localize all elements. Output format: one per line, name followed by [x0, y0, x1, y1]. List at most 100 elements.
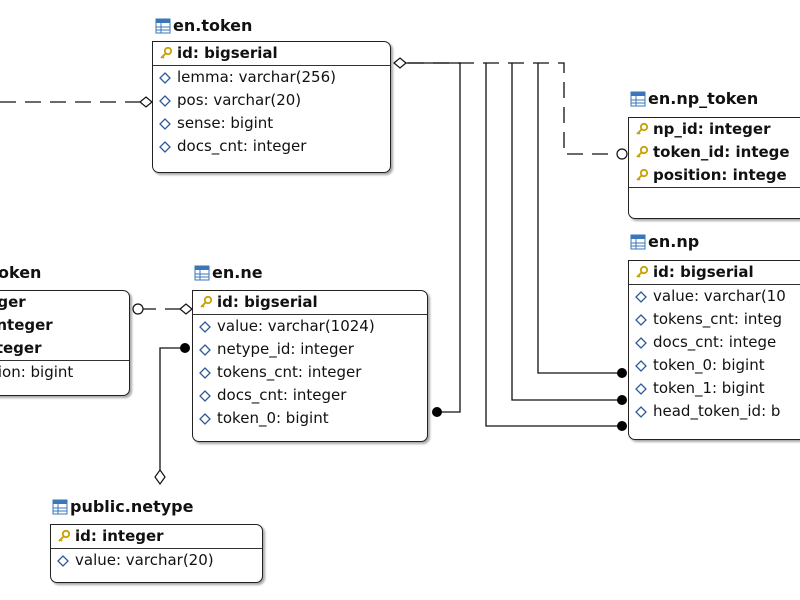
table-icon: [630, 91, 646, 113]
rel-token-np-token0-dot-end: [617, 368, 627, 378]
en-np-attr-row[interactable]: tokens_cnt: integ: [629, 308, 800, 331]
en-np-attr-row[interactable]: value: varchar(10: [629, 285, 800, 308]
en-ne-attr-row[interactable]: tokens_cnt: integer: [193, 361, 427, 384]
en-np-attr-row[interactable]: token_1: bigint: [629, 377, 800, 400]
en-ne-title: en.ne: [194, 262, 263, 284]
diamond-icon: [159, 114, 173, 135]
en-np-title: en.np: [630, 231, 699, 253]
en-ne-attr-row[interactable]: netype_id: integer: [193, 338, 427, 361]
rel-token-ne-token0-dot-end: [432, 407, 442, 417]
en-token-attr-row[interactable]: pos: varchar(20): [153, 89, 390, 112]
en-token-table[interactable]: id: bigserial lemma: varchar(256) pos: v…: [152, 41, 391, 173]
key-icon: [57, 527, 71, 548]
rel-netoken-ne-diamond-end: [179, 303, 193, 315]
en-ne-token-pk-row[interactable]: : integer: [0, 316, 53, 334]
public-netype-table[interactable]: id: integer value: varchar(20): [50, 524, 263, 583]
rel-ne-netype: [159, 347, 184, 470]
en-ne-attr-row[interactable]: value: varchar(1024): [193, 315, 427, 338]
diamond-icon: [635, 310, 649, 331]
en-np-token-pk-row[interactable]: token_id: intege: [629, 141, 800, 164]
rel-ne-netype-diamond-end: [154, 468, 166, 486]
en-ne-attr-row[interactable]: docs_cnt: integer: [193, 384, 427, 407]
en-ne-token-attr-section: sition: bigint: [0, 361, 129, 384]
public-netype-attr-section: value: varchar(20): [51, 549, 262, 572]
diamond-icon: [199, 340, 213, 361]
en-ne-title-text: en.ne: [212, 263, 263, 282]
en-np-token-title-text: en.np_token: [648, 89, 759, 108]
en-np-pk-section: id: bigserial: [629, 261, 800, 285]
en-np-token-pk-row[interactable]: position: intege: [629, 164, 800, 187]
en-ne-attr-row[interactable]: token_0: bigint: [193, 407, 427, 430]
table-icon: [630, 234, 646, 256]
rel-token-np-token1: [511, 63, 620, 401]
key-icon: [635, 263, 649, 284]
table-icon: [155, 18, 171, 40]
en-np-token-pk-section: np_id: integer token_id: intege position…: [629, 118, 800, 188]
rel-token-np-headtoken-dot-end: [617, 421, 627, 431]
rel-netoken-ne-ring-end: [132, 303, 144, 315]
rel-token-nptoken-diamond-end: [393, 57, 407, 69]
en-token-attr-row[interactable]: docs_cnt: integer: [153, 135, 390, 158]
diamond-icon: [159, 137, 173, 158]
public-netype-pk-row[interactable]: id: integer: [51, 525, 262, 548]
table-icon: [52, 499, 68, 521]
en-ne-token-title-text: oken: [0, 263, 42, 282]
public-netype-attr-row[interactable]: value: varchar(20): [51, 549, 262, 572]
rel-token-nptoken: [408, 62, 612, 155]
en-token-attr-section: lemma: varchar(256) pos: varchar(20) sen…: [153, 66, 390, 158]
en-token-pk-row[interactable]: id: bigserial: [153, 42, 390, 65]
diamond-icon: [199, 409, 213, 430]
en-np-token-title: en.np_token: [630, 88, 758, 110]
rel-token-nptoken-ring-end: [616, 148, 628, 160]
rel-token-np-headtoken: [485, 63, 620, 427]
diamond-icon: [635, 333, 649, 354]
en-np-attr-row[interactable]: token_0: bigint: [629, 354, 800, 377]
en-np-pk-row[interactable]: id: bigserial: [629, 261, 800, 284]
en-token-attr-row[interactable]: lemma: varchar(256): [153, 66, 390, 89]
en-token-pk-section: id: bigserial: [153, 42, 390, 66]
diamond-icon: [199, 363, 213, 384]
diamond-icon: [635, 287, 649, 308]
diamond-icon: [57, 551, 71, 572]
en-token-title: en.token: [155, 15, 252, 37]
rel-token-ne-token0: [406, 62, 461, 413]
en-ne-token-title: oken: [0, 262, 41, 284]
en-token-attr-row[interactable]: sense: bigint: [153, 112, 390, 135]
en-np-attr-row[interactable]: head_token_id: b: [629, 400, 800, 423]
diamond-icon: [159, 68, 173, 89]
key-icon: [159, 44, 173, 65]
en-ne-token-pk-row[interactable]: integer: [0, 339, 42, 357]
public-netype-title: public.netype: [52, 496, 193, 518]
key-icon: [635, 120, 649, 141]
diamond-icon: [199, 386, 213, 407]
public-netype-title-text: public.netype: [70, 497, 194, 516]
rel-token-np-token1-dot-end: [617, 395, 627, 405]
key-icon: [199, 293, 213, 314]
en-np-table[interactable]: id: bigserial value: varchar(10 tokens_c…: [628, 260, 800, 440]
en-ne-table[interactable]: id: bigserial value: varchar(1024) netyp…: [192, 290, 428, 442]
en-ne-pk-row[interactable]: id: bigserial: [193, 291, 427, 314]
diamond-icon: [635, 402, 649, 423]
key-icon: [635, 143, 649, 164]
en-np-title-text: en.np: [648, 232, 700, 251]
key-icon: [635, 166, 649, 187]
en-ne-attr-section: value: varchar(1024) netype_id: integer …: [193, 315, 427, 430]
en-np-attr-section: value: varchar(10 tokens_cnt: integ docs…: [629, 285, 800, 423]
en-ne-token-pk-section: teger : integer integer: [0, 291, 129, 361]
public-netype-pk-section: id: integer: [51, 525, 262, 549]
rel-ne-netype-dot-end: [180, 343, 190, 353]
rel-token-left-diamond-end: [139, 96, 153, 108]
en-np-attr-row[interactable]: docs_cnt: intege: [629, 331, 800, 354]
en-np-token-table[interactable]: np_id: integer token_id: intege position…: [628, 117, 800, 219]
rel-token-np-token0: [537, 63, 620, 374]
diamond-icon: [635, 379, 649, 400]
en-token-title-text: en.token: [173, 16, 253, 35]
en-ne-token-pk-row[interactable]: teger: [0, 293, 26, 311]
en-ne-token-table[interactable]: teger : integer integer sition: bigint: [0, 290, 130, 396]
diamond-icon: [635, 356, 649, 377]
table-icon: [194, 265, 210, 287]
en-ne-pk-section: id: bigserial: [193, 291, 427, 315]
en-ne-token-attr-row[interactable]: sition: bigint: [0, 363, 74, 381]
en-np-token-pk-row[interactable]: np_id: integer: [629, 118, 800, 141]
